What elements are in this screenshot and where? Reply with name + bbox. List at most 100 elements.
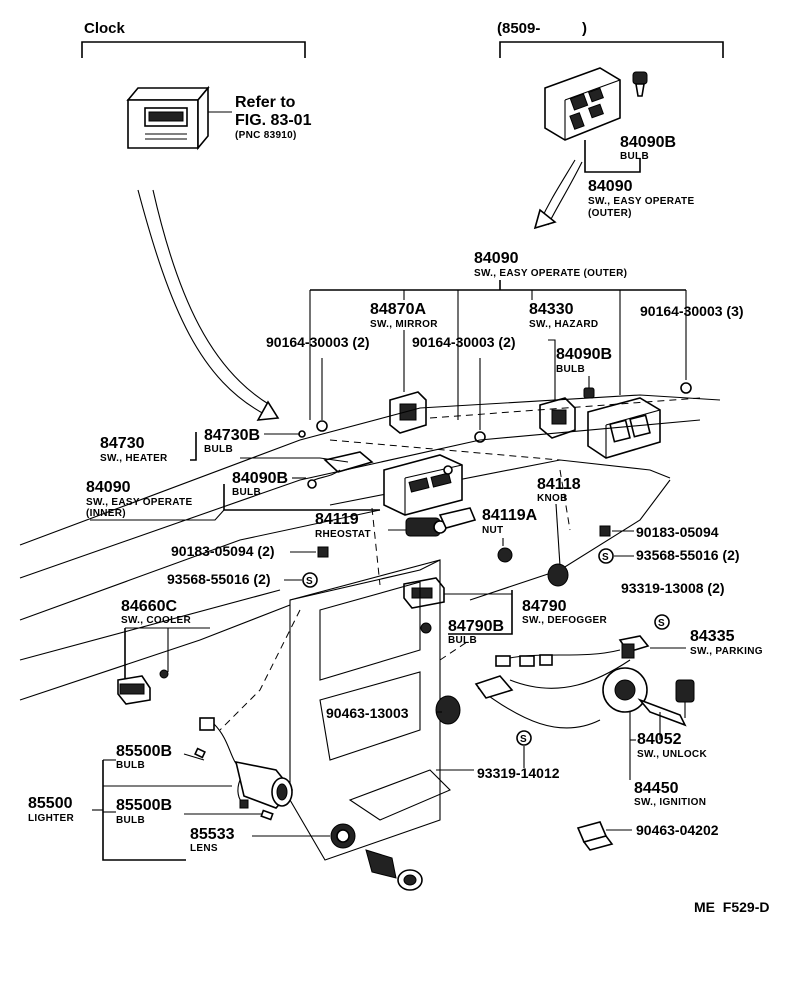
clock-bracket	[81, 41, 306, 58]
center-switch-unit	[383, 454, 463, 516]
part-90183-05094: 90183-05094	[636, 524, 719, 540]
easy-operate-outer-unit	[544, 67, 621, 141]
bulb-84090B-top	[632, 71, 648, 97]
clock-arrow	[137, 189, 280, 421]
desc-85500B-a: BULB	[116, 760, 145, 771]
part-90164-30003-3: 90164-30003 (3)	[640, 303, 744, 319]
nut	[497, 547, 513, 563]
desc-84335: SW., PARKING	[690, 646, 763, 657]
desc-84790: SW., DEFOGGER	[522, 615, 607, 626]
desc-84052: SW., UNLOCK	[637, 749, 707, 760]
part-84330: 84330	[529, 301, 574, 318]
part-84335: 84335	[690, 628, 735, 645]
drawing-code: ME F529-D	[694, 899, 769, 915]
part-90164-30003-2a: 90164-30003 (2)	[266, 334, 370, 350]
part-84090-variant: 84090	[588, 178, 633, 195]
desc-84090-variant: SW., EASY OPERATE	[588, 196, 694, 207]
refer-line2: FIG. 83-01	[235, 112, 312, 129]
svg-text:S: S	[602, 552, 609, 563]
screws-90164	[316, 358, 692, 443]
mirror-switch	[389, 330, 427, 434]
part-85533: 85533	[190, 826, 235, 843]
part-93568-right: 93568-55016 (2)	[636, 547, 740, 563]
desc-84090-inner: SW., EASY OPERATE	[86, 497, 192, 508]
screw-s-93319-14012: S	[516, 730, 532, 746]
desc-84330: SW., HAZARD	[529, 319, 598, 330]
desc-84790B: BULB	[448, 635, 477, 646]
desc-84090B-inner: BULB	[232, 487, 261, 498]
desc-84730: SW., HEATER	[100, 453, 168, 464]
part-84090B-inner: 84090B	[232, 470, 288, 487]
ignition-switch-harness	[435, 649, 695, 729]
part-84790: 84790	[522, 598, 567, 615]
svg-text:S: S	[306, 576, 313, 587]
part-84052: 84052	[637, 731, 682, 748]
part-84870A: 84870A	[370, 301, 426, 318]
defogger-switch	[403, 577, 445, 634]
clip-90183-left	[317, 546, 329, 558]
variant-bracket	[499, 41, 724, 58]
part-84790B: 84790B	[448, 618, 504, 635]
part-85500: 85500	[28, 795, 73, 812]
clip-90183-right	[599, 525, 611, 537]
desc-84118: KNOB	[537, 493, 568, 504]
part-93568-left: 93568-55016 (2)	[167, 571, 271, 587]
svg-text:S: S	[658, 618, 665, 629]
screw-s-93319-13008: S	[654, 614, 670, 630]
part-84090-outer: 84090	[474, 250, 519, 267]
desc-84090B-hazard: BULB	[556, 364, 585, 375]
part-85500B-b: 85500B	[116, 797, 172, 814]
desc-84090-outer: SW., EASY OPERATE (OUTER)	[474, 268, 627, 279]
desc-84119: RHEOSTAT	[315, 529, 371, 540]
part-93319-14012: 93319-14012	[477, 765, 560, 781]
screw-s-right: S	[598, 548, 614, 564]
part-84118: 84118	[537, 476, 581, 493]
outer-switch-cluster	[587, 397, 661, 459]
heater-switch-small	[298, 430, 374, 489]
desc-84730B: BULB	[204, 444, 233, 455]
variant-heading: (8509- )	[497, 20, 587, 37]
refer-line3: (PNC 83910)	[235, 130, 297, 141]
desc-85533: LENS	[190, 843, 218, 854]
desc-84090B-top: BULB	[620, 151, 649, 162]
lighter-bracket	[102, 760, 186, 861]
part-85500B-a: 85500B	[116, 743, 172, 760]
clock-unit-drawing	[126, 85, 232, 151]
part-93319-13008: 93319-13008 (2)	[621, 580, 725, 596]
part-90463-04202: 90463-04202	[636, 822, 719, 838]
rheostat	[405, 507, 477, 537]
clock-heading: Clock	[84, 20, 126, 37]
part-90183-05094-2: 90183-05094 (2)	[171, 543, 275, 559]
desc2-84090-variant: (OUTER)	[588, 208, 632, 219]
part-84090B-top: 84090B	[620, 134, 676, 151]
desc-84870A: SW., MIRROR	[370, 319, 438, 330]
desc-85500: LIGHTER	[28, 813, 74, 824]
svg-text:S: S	[520, 734, 527, 745]
part-90463-13003: 90463-13003	[326, 705, 409, 721]
part-90164-30003-2b: 90164-30003 (2)	[412, 334, 516, 350]
parking-switch	[618, 635, 650, 659]
part-84730: 84730	[100, 435, 145, 452]
refer-line1: Refer to	[235, 94, 296, 111]
part-84090B-hazard: 84090B	[556, 346, 612, 363]
part-84450: 84450	[634, 780, 679, 797]
desc-84450: SW., IGNITION	[634, 797, 706, 808]
variant-arrow	[539, 159, 576, 223]
knob	[547, 563, 569, 587]
desc-84660C: SW., COOLER	[121, 615, 191, 626]
lighter-assembly	[194, 717, 423, 891]
bracket-90463-04202	[576, 821, 614, 851]
part-84660C: 84660C	[121, 598, 177, 615]
dashboard-outline	[19, 394, 721, 701]
screw-s-left: S	[302, 572, 318, 588]
variant-leader	[584, 140, 641, 173]
cooler-switch	[117, 669, 169, 705]
part-84119: 84119	[315, 511, 359, 528]
desc-84119A: NUT	[482, 525, 503, 536]
desc2-84090-inner: (INNER)	[86, 508, 126, 519]
part-84119A: 84119A	[482, 507, 538, 524]
center-bezel	[289, 559, 451, 861]
part-84090-inner: 84090	[86, 479, 131, 496]
